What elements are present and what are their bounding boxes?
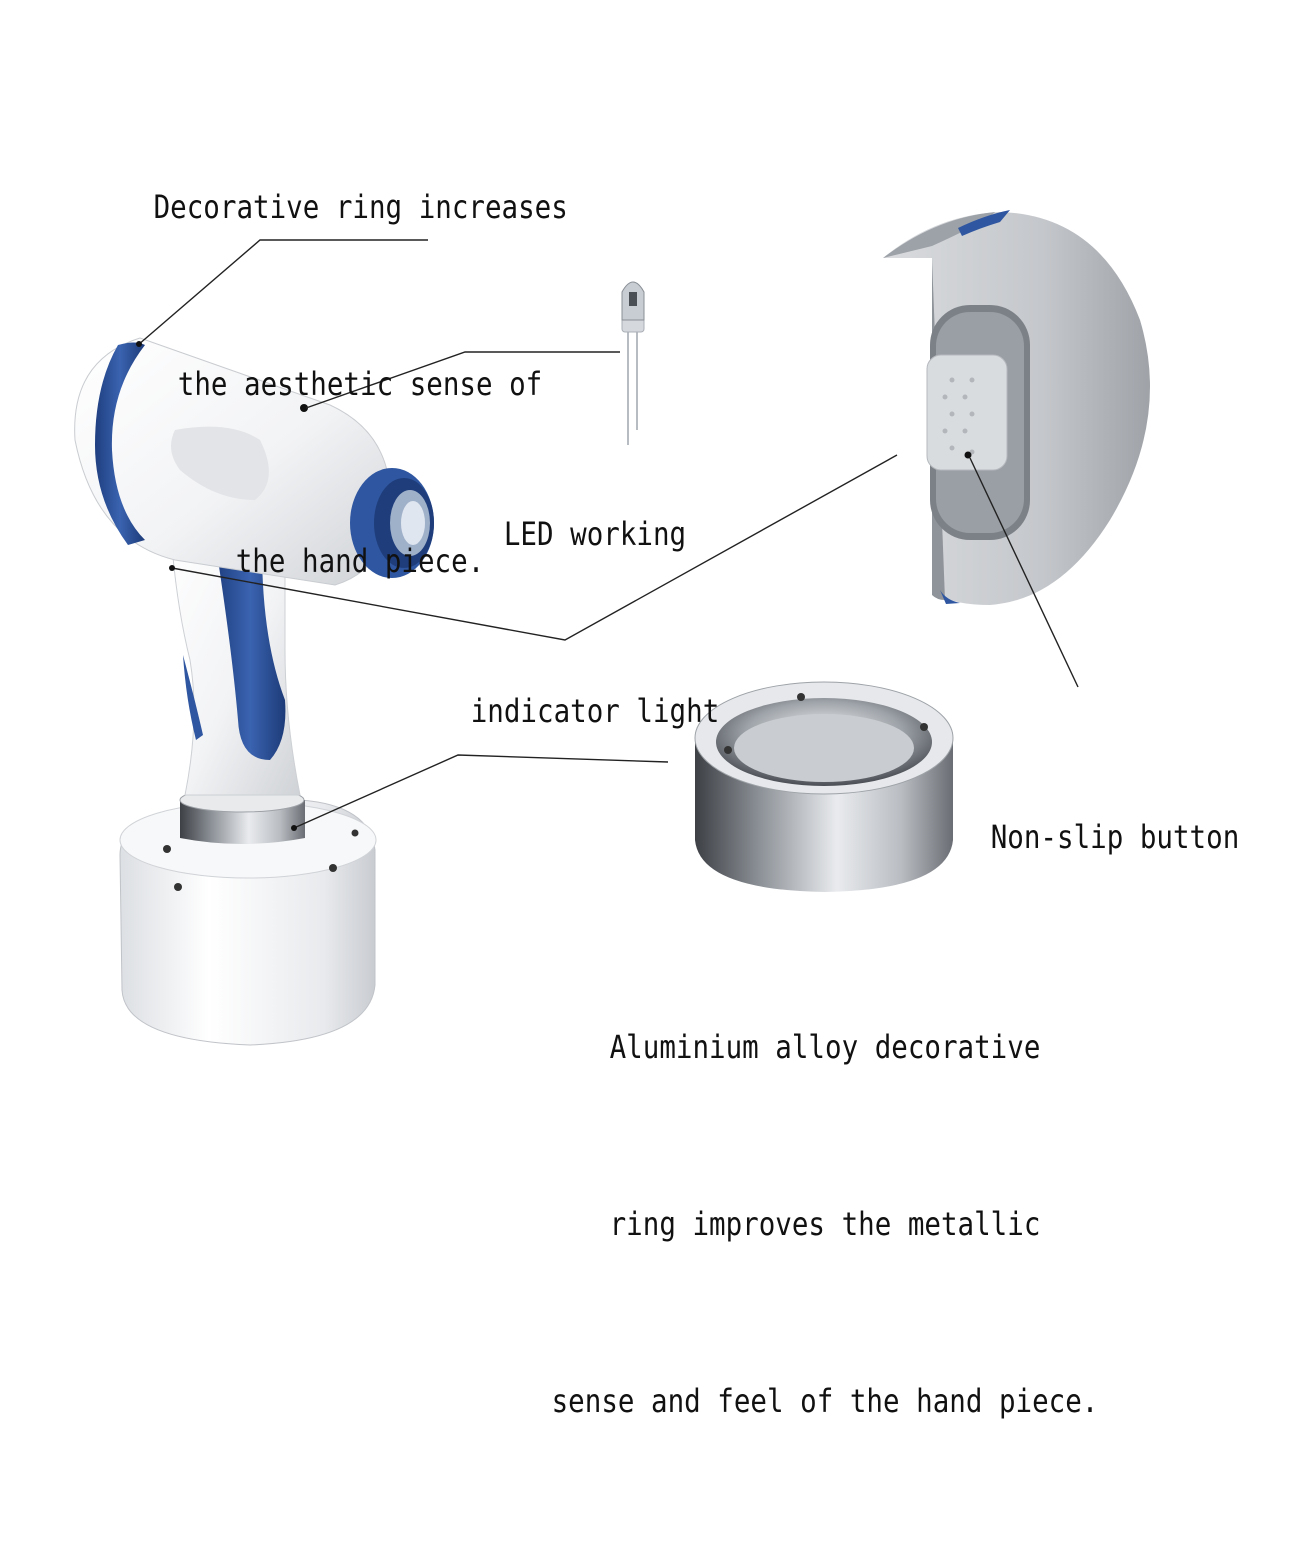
aluminium-ring	[694, 681, 954, 892]
callout-non-slip-line-1: Non-slip button	[990, 818, 1240, 856]
handle-metal-ring	[179, 787, 305, 844]
hand-piece	[74, 337, 434, 1046]
leader-button-zoom	[171, 454, 898, 641]
leader-led	[305, 351, 620, 409]
leader-aluminium	[293, 754, 669, 829]
callout-aluminium-line-1: Aluminium alloy decorative	[609, 1028, 1041, 1066]
led-component	[621, 281, 645, 445]
callout-decorative-ring-line-3: the hand piece.	[235, 542, 485, 580]
handle	[169, 519, 301, 796]
product-diagram: Decorative ring increases the aesthetic …	[74, 60, 1249, 1420]
callout-decorative-ring-line-1: Decorative ring increases	[153, 188, 568, 226]
callout-decorative-ring: Decorative ring increases the aesthetic …	[153, 60, 568, 709]
callout-led: LED working indicator light	[462, 387, 729, 859]
leader-decorative-ring	[137, 239, 428, 346]
callout-aluminium-line-3: sense and feel of the hand piece.	[551, 1382, 1099, 1420]
callout-led-line-2: indicator light	[470, 692, 720, 730]
head	[74, 337, 434, 586]
illustration	[74, 210, 1150, 1046]
leader-lines	[136, 239, 1079, 831]
button-zoom	[883, 210, 1150, 605]
callout-aluminium-line-2: ring improves the metallic	[609, 1205, 1041, 1243]
callout-aluminium: Aluminium alloy decorative ring improves…	[533, 900, 1118, 1549]
callout-decorative-ring-line-2: the aesthetic sense of	[177, 365, 543, 403]
callout-led-line-1: LED working	[503, 515, 687, 553]
leader-non-slip	[969, 457, 1079, 688]
callout-non-slip: Non-slip button	[982, 690, 1249, 985]
